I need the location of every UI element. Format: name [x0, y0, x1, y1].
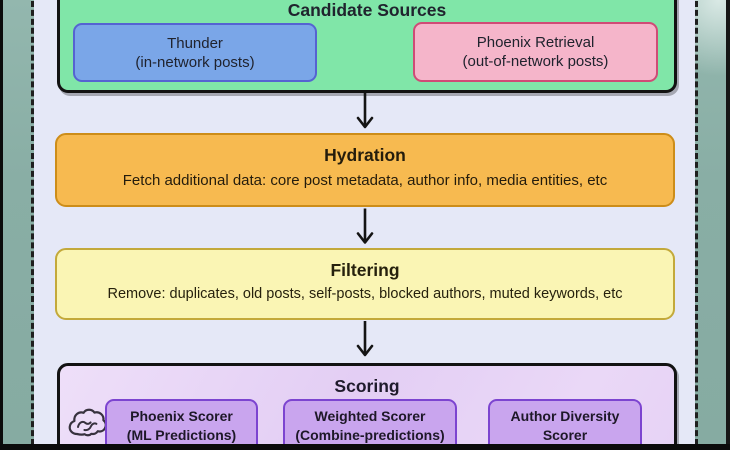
weighted-scorer-box: Weighted Scorer (Combine-predictions)	[283, 399, 457, 450]
dashed-border-left	[31, 0, 34, 450]
author-diversity-scorer-label-line1: Author Diversity	[510, 408, 620, 424]
phoenix-retrieval-label-line2: (out-of-network posts)	[462, 53, 609, 70]
phoenix-scorer-label-line2: (ML Predictions)	[126, 427, 237, 443]
scoring-title: Scoring	[334, 376, 400, 396]
arrow-down-icon	[356, 93, 374, 129]
phoenix-scorer-label-line1: Phoenix Scorer	[130, 408, 233, 424]
phoenix-scorer-box: Phoenix Scorer (ML Predictions)	[105, 399, 258, 450]
hydration-box: Hydration Fetch additional data: core po…	[55, 133, 675, 207]
dashed-border-right	[695, 0, 698, 450]
author-diversity-scorer-label-line2: Scorer	[542, 427, 588, 443]
weighted-scorer-label-line1: Weighted Scorer	[314, 408, 426, 424]
thunder-label-line2: (in-network posts)	[135, 53, 255, 71]
hydration-description: Fetch additional data: core post metadat…	[122, 172, 608, 189]
phoenix-retrieval-label-line1: Phoenix Retrieval	[476, 34, 595, 51]
black-edge-left	[0, 0, 3, 450]
brain-icon	[68, 408, 107, 437]
thunder-box: Thunder (in-network posts)	[73, 23, 317, 82]
hydration-title: Hydration	[324, 145, 406, 165]
arrow-down-icon	[356, 208, 374, 244]
black-edge-bottom	[0, 444, 730, 450]
thunder-label-line1: Thunder	[167, 34, 223, 52]
arrow-down-icon	[356, 321, 374, 357]
phoenix-retrieval-box: Phoenix Retrieval (out-of-network posts)	[413, 22, 658, 82]
author-diversity-scorer-box: Author Diversity Scorer	[488, 399, 642, 450]
filtering-title: Filtering	[330, 260, 400, 280]
filtering-box: Filtering Remove: duplicates, old posts,…	[55, 248, 675, 320]
filtering-description: Remove: duplicates, old posts, self-post…	[107, 286, 623, 302]
weighted-scorer-label-line2: (Combine-predictions)	[295, 427, 445, 443]
candidate-sources-title: Candidate Sources	[287, 0, 447, 20]
black-edge-right	[726, 0, 730, 450]
